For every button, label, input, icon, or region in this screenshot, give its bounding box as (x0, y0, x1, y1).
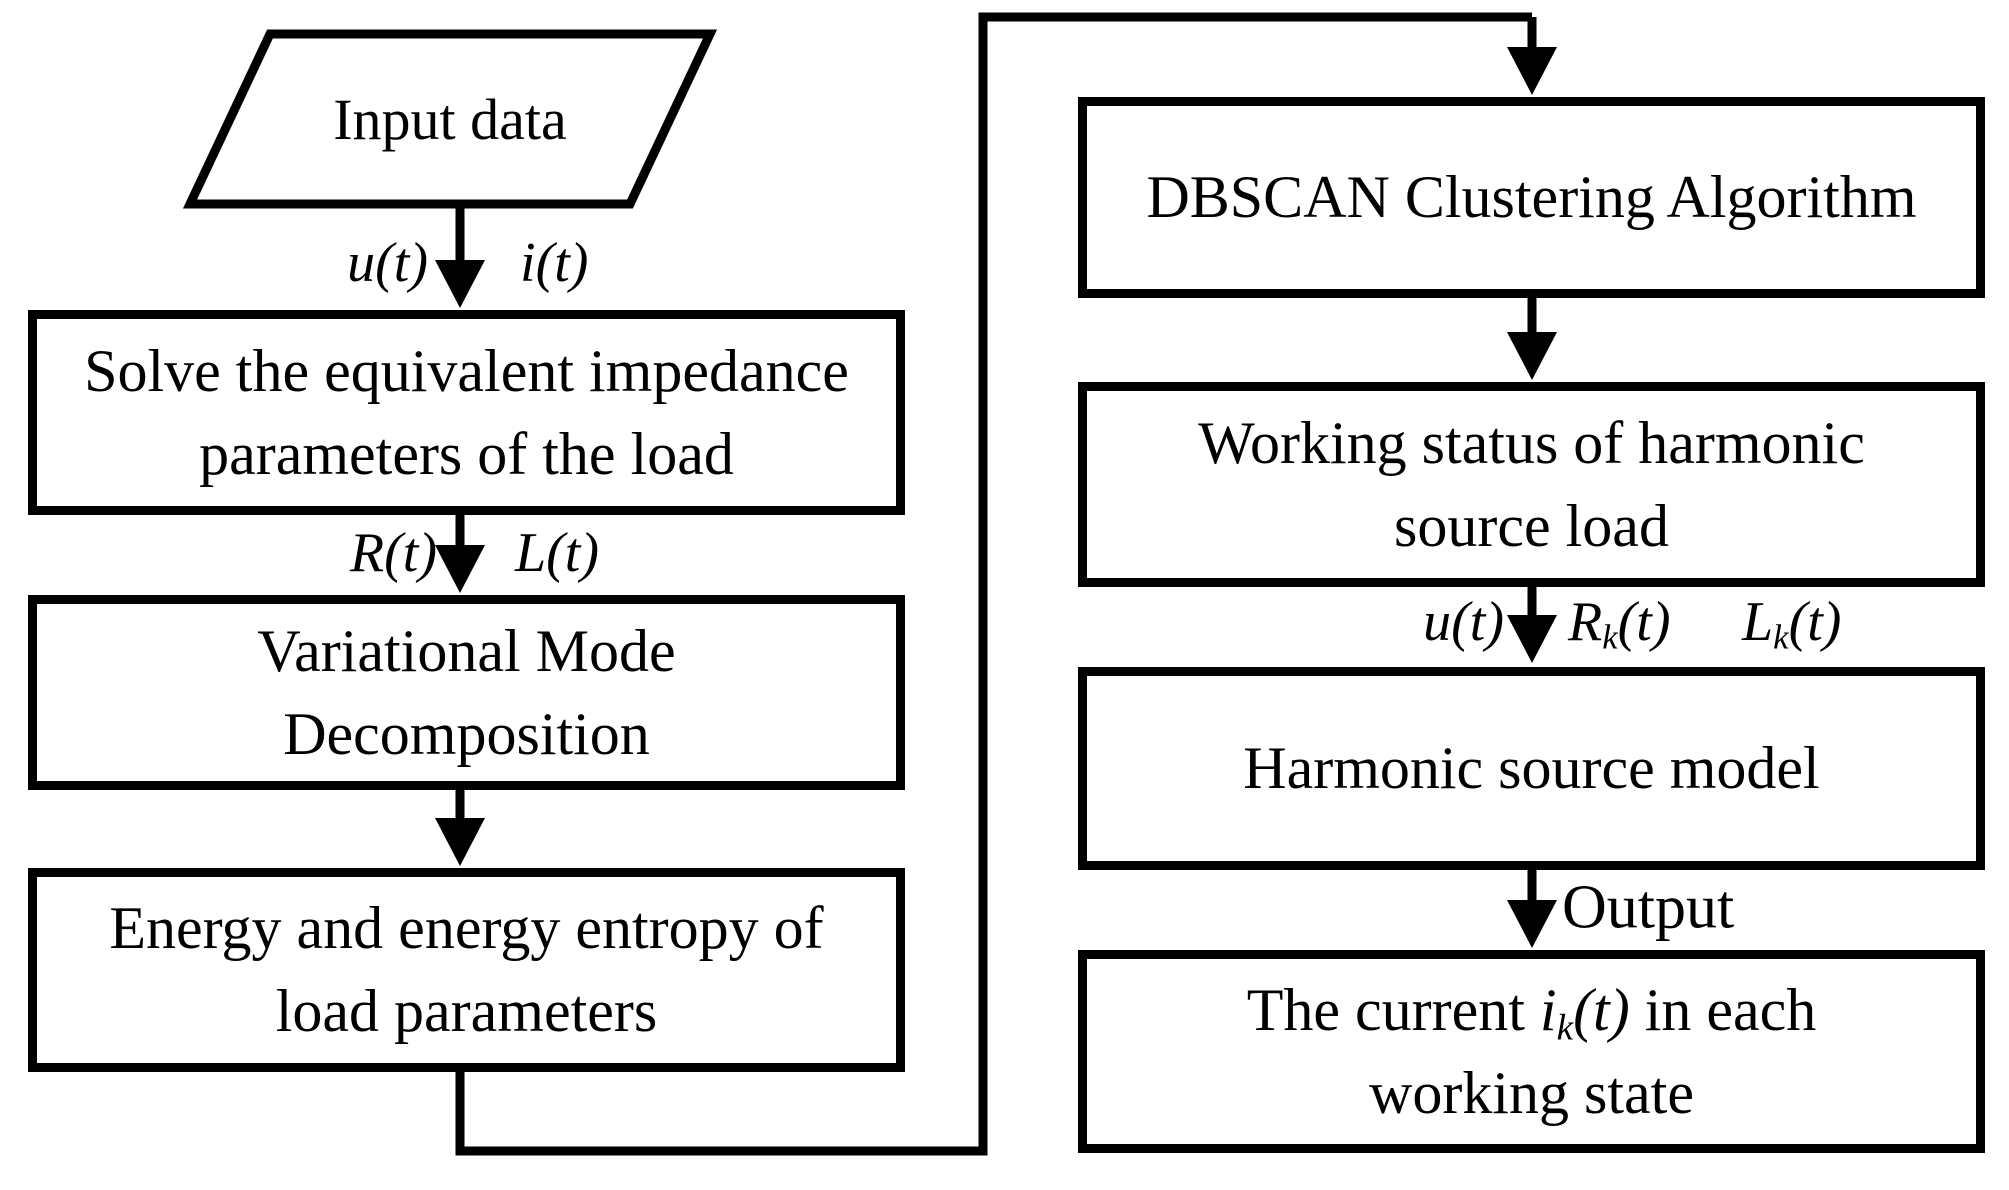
edge-label-Rk-t-sub: k (1602, 617, 1618, 657)
edge-label-L-t-var: L (515, 522, 547, 584)
edge-label-R-t: R(t) (350, 521, 437, 585)
edge-label-Lk-t: Lk(t) (1742, 590, 1842, 657)
edge-label-Rk-t-var: R (1568, 591, 1603, 653)
arrow-into-dbscan-head (1507, 47, 1557, 95)
edge-label-Lk-t-var: L (1742, 591, 1774, 653)
edge-label-u-t-var: u (347, 232, 376, 294)
arrow-solve-vmd-head (435, 545, 485, 593)
node-output-current: The current ik(t) in each working state (1078, 950, 1985, 1153)
node-output-current-line1: The current ik(t) in each (1247, 969, 1817, 1052)
node-output-current-line2: working state (1369, 1059, 1694, 1126)
node-energy-entropy-line2: load parameters (275, 978, 658, 1044)
node-output-current-pre: The current (1246, 976, 1540, 1043)
edge-label-L-t: L(t) (515, 521, 599, 585)
node-output-current-post: in each (1629, 976, 1817, 1043)
node-vmd-line1: Variational Mode (257, 617, 676, 684)
edge-label-i-t-var: i (520, 232, 536, 294)
node-energy-entropy: Energy and energy entropy of load parame… (28, 868, 905, 1072)
edge-label-Rk-t-arg: (t) (1617, 591, 1671, 653)
arrow-input-solve-head (435, 260, 485, 308)
edge-label-Rk-t: Rk(t) (1568, 590, 1671, 657)
edge-label-i-t-arg: (t) (535, 232, 589, 294)
node-solve-impedance-line2: parameters of the load (199, 420, 734, 487)
node-harmonic-source-model: Harmonic source model (1078, 667, 1985, 870)
node-vmd-line2: Decomposition (283, 700, 650, 767)
node-harmonic-source-model-line1: Harmonic source model (1243, 735, 1820, 802)
edge-label-u-t-arg: (t) (375, 232, 428, 294)
edge-label-u-t-2-arg: (t) (1451, 591, 1504, 653)
edge-label-Lk-t-arg: (t) (1788, 591, 1842, 653)
node-dbscan-line1: DBSCAN Clustering Algorithm (1146, 164, 1917, 231)
node-energy-entropy-line1: Energy and energy entropy of (109, 895, 824, 962)
arrow-model-current-head (1507, 900, 1557, 948)
edge-label-R-t-arg: (t) (384, 522, 437, 584)
edge-label-Lk-t-sub: k (1773, 617, 1789, 657)
edge-label-u-t: u(t) (347, 231, 428, 295)
edge-label-L-t-arg: (t) (546, 522, 600, 584)
connector-energy-to-dbscan (455, 12, 1532, 1156)
node-input-data-label: Input data (333, 86, 567, 152)
arrow-working-model-head (1507, 615, 1557, 663)
node-output-current-sub: k (1556, 1007, 1574, 1048)
edge-label-output: Output (1562, 873, 1735, 942)
arrow-dbscan-working-head (1507, 332, 1557, 380)
edge-label-i-t: i(t) (520, 231, 588, 295)
node-output-current-var: i (1539, 976, 1557, 1043)
edge-label-u-t-2-var: u (1423, 591, 1452, 653)
node-variational-mode-decomposition: Variational Mode Decomposition (28, 595, 905, 790)
edge-label-R-t-var: R (349, 522, 385, 584)
node-working-status: Working status of harmonic source load (1078, 382, 1985, 587)
edge-label-u-t-2: u(t) (1423, 590, 1504, 654)
input-parallelogram-shape (182, 29, 718, 209)
node-input-data: Input data (190, 34, 710, 204)
node-working-status-line1: Working status of harmonic (1198, 409, 1865, 476)
arrow-vmd-energy-head (435, 818, 485, 866)
node-dbscan-clustering: DBSCAN Clustering Algorithm (1078, 97, 1985, 298)
node-working-status-line2: source load (1394, 492, 1669, 559)
node-solve-impedance: Solve the equivalent impedance parameter… (28, 310, 905, 515)
node-output-current-arg: (t) (1573, 976, 1630, 1043)
node-solve-impedance-line1: Solve the equivalent impedance (84, 337, 849, 404)
